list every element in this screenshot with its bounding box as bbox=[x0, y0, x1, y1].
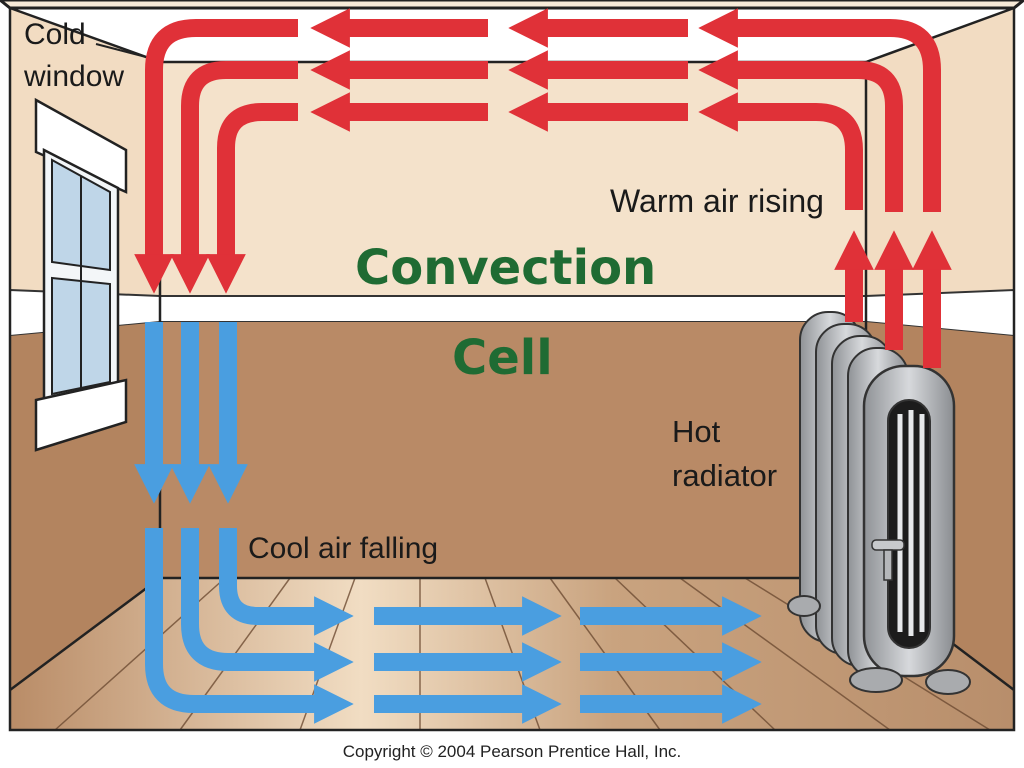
copyright-notice: Copyright © 2004 Pearson Prentice Hall, … bbox=[343, 742, 682, 761]
cool-air-falling-label: Cool air falling bbox=[248, 532, 438, 565]
warm-air-arrows bbox=[134, 8, 952, 368]
hot-radiator bbox=[787, 311, 971, 695]
cold-window-label: Cold window bbox=[23, 18, 124, 93]
cold-window-label-line2: window bbox=[23, 60, 124, 93]
hot-radiator-label: Hot radiator bbox=[672, 414, 777, 493]
cool-air-arrows bbox=[134, 322, 762, 724]
cold-window bbox=[34, 43, 151, 452]
hot-radiator-label-line1: Hot bbox=[672, 414, 721, 449]
title-cell: Cell bbox=[452, 330, 553, 386]
cold-window-label-line1: Cold bbox=[24, 18, 86, 51]
hot-radiator-label-line2: radiator bbox=[672, 458, 777, 493]
title-convection: Convection bbox=[355, 240, 656, 296]
warm-air-rising-label: Warm air rising bbox=[610, 183, 824, 219]
back-wall-lower bbox=[160, 322, 866, 578]
